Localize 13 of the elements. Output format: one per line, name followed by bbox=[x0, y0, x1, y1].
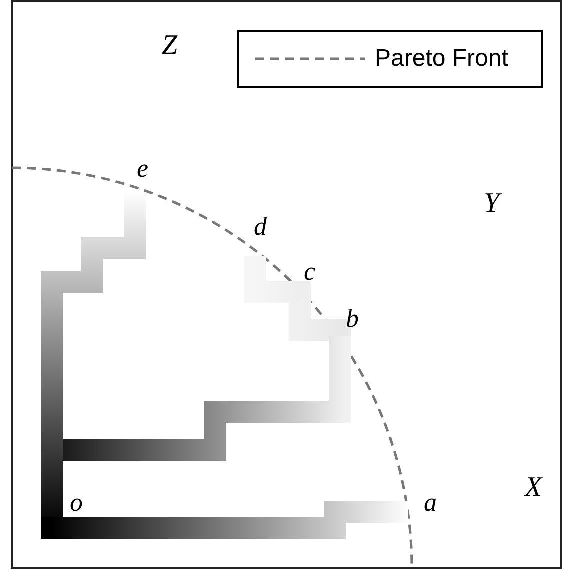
region-label: Y bbox=[484, 190, 500, 218]
gradient-path bbox=[244, 256, 311, 303]
gradient-path bbox=[289, 298, 351, 341]
point-label: d bbox=[254, 214, 267, 240]
gradient-path bbox=[41, 501, 408, 539]
point-label: a bbox=[424, 490, 437, 516]
region-label: Z bbox=[162, 32, 178, 60]
point-label: c bbox=[304, 259, 316, 285]
region-label: X bbox=[525, 474, 542, 502]
legend-label: Pareto Front bbox=[375, 46, 508, 72]
point-label: b bbox=[346, 306, 359, 332]
point-label: e bbox=[137, 156, 149, 182]
point-label: o bbox=[70, 490, 83, 516]
